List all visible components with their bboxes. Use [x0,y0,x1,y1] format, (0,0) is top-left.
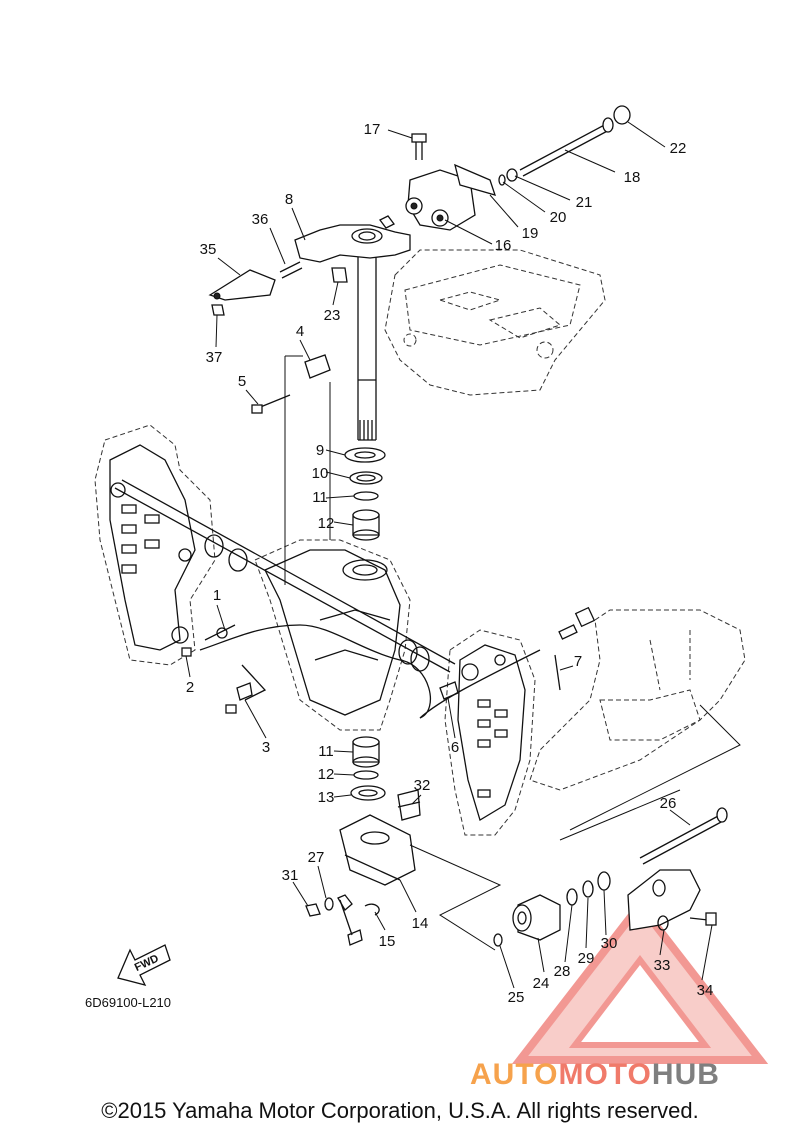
watermark-brand-part3: HUB [651,1058,720,1091]
callout-26: 26 [660,795,677,812]
callout-leaders [185,121,713,989]
upper-mount [405,163,497,231]
diagram-code: 6D69100-L210 [85,995,172,1010]
callout-34: 34 [697,982,714,999]
steering-arm [294,215,411,263]
fwd-arrow-icon: FWD [117,944,171,986]
right-clamp-bracket [444,629,536,836]
callout-21: 21 [576,194,593,211]
callout-labels: 1234567891011121112131415161718192021222… [186,121,714,1006]
lower-bushings [350,736,386,801]
callout-31: 31 [282,867,299,884]
callout-29: 29 [578,950,595,967]
callout-32: 32 [414,777,431,794]
callout-9: 9 [316,442,324,459]
callout-8: 8 [285,191,293,208]
watermark-brand-part1: AUTO [470,1058,559,1091]
callout-35: 35 [200,241,217,258]
callout-22: 22 [670,140,687,157]
callout-11: 11 [312,489,328,506]
callout-14: 14 [412,915,429,932]
callout-27: 27 [308,849,325,866]
watermark-brand: AUTOMOTOHUB [470,1058,720,1092]
callout-12: 12 [318,515,335,532]
callout-18: 18 [624,169,641,186]
callout-20: 20 [550,209,567,226]
callout-7: 7 [574,653,582,670]
engine-base-outline [384,249,606,396]
callout-3: 3 [262,739,270,756]
callout-6: 6 [451,739,459,756]
callout-17: 17 [364,121,381,138]
callout-2: 2 [186,679,194,696]
callout-37: 37 [206,349,223,366]
swivel-bracket [254,539,411,731]
callout-11: 11 [318,743,334,760]
bolt-17 [411,133,427,160]
lower-unit-outline [529,609,746,791]
copyright-notice: ©2015 Yamaha Motor Corporation, U.S.A. A… [101,1098,699,1123]
callout-30: 30 [601,935,618,952]
callout-28: 28 [554,963,571,980]
callout-19: 19 [522,225,539,242]
callout-16: 16 [495,237,512,254]
callout-25: 25 [508,989,525,1006]
callout-24: 24 [533,975,550,992]
rubber-mount-24 [493,807,728,947]
upper-bushings [344,447,386,541]
callout-1: 1 [213,587,221,604]
lower-mount-frame [409,704,741,951]
callout-23: 23 [324,307,341,324]
callout-10: 10 [312,465,329,482]
watermark-logo [511,898,769,1064]
clip-4 [251,354,331,585]
callout-15: 15 [379,933,396,950]
callout-5: 5 [238,373,246,390]
steering-shaft [357,240,377,441]
trim-sensor-wire [181,606,596,719]
left-clamp-bracket [94,424,216,666]
callout-13: 13 [318,789,335,806]
callout-12: 12 [318,766,335,783]
lower-mount [339,789,421,886]
callout-36: 36 [252,211,269,228]
callout-33: 33 [654,957,671,974]
through-bolt-18 [498,105,631,186]
watermark-brand-part2: MOTO [558,1058,652,1091]
small-hardware [305,894,380,946]
mount-cover [627,869,717,931]
callout-4: 4 [296,323,304,340]
bracket-35 [208,261,348,316]
